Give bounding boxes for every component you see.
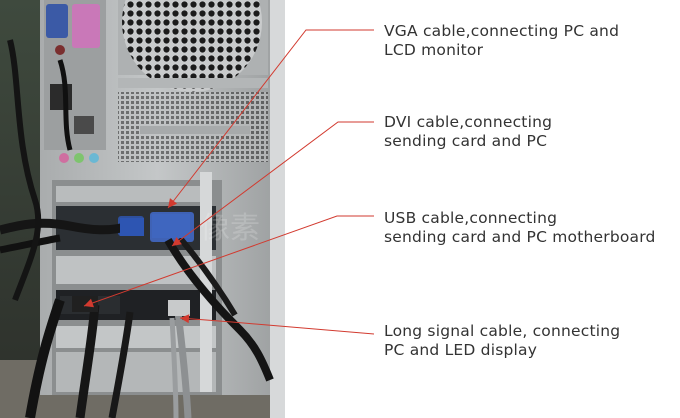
audio-jack-blue xyxy=(89,153,99,163)
pc-back-photo: 像素 xyxy=(0,0,285,418)
audio-jack-green xyxy=(74,153,84,163)
annotation-vga-cable: VGA cable,connecting PC and LCD monitor xyxy=(384,22,680,60)
annotation-usb-line-1: USB cable,connecting xyxy=(384,209,558,227)
annotation-long-line-2: PC and LED display xyxy=(384,341,538,359)
annotation-dvi-line-2: sending card and PC xyxy=(384,132,548,150)
cable-usb xyxy=(25,298,65,418)
annotation-vga-line-2: LCD monitor xyxy=(384,41,484,59)
usb-ports xyxy=(50,84,72,110)
annotation-dvi-line-1: DVI cable,connecting xyxy=(384,113,553,131)
cable-long-signal xyxy=(174,311,192,418)
annotation-dvi-cable: DVI cable,connecting sending card and PC xyxy=(384,113,680,151)
annotation-usb-cable: USB cable,connecting sending card and PC… xyxy=(384,209,680,247)
audio-jack-pink xyxy=(59,153,69,163)
parallel-port xyxy=(72,4,100,48)
annotation-long-signal-cable: Long signal cable, connecting PC and LED… xyxy=(384,322,680,360)
watermark: 像素 xyxy=(200,211,260,246)
annotation-long-line-1: Long signal cable, connecting xyxy=(384,322,621,340)
ethernet-port xyxy=(74,116,94,134)
serial-port xyxy=(46,4,68,38)
annotation-vga-line-1: VGA cable,connecting PC and xyxy=(384,22,620,40)
annotation-usb-line-2: sending card and PC motherboard xyxy=(384,228,656,246)
